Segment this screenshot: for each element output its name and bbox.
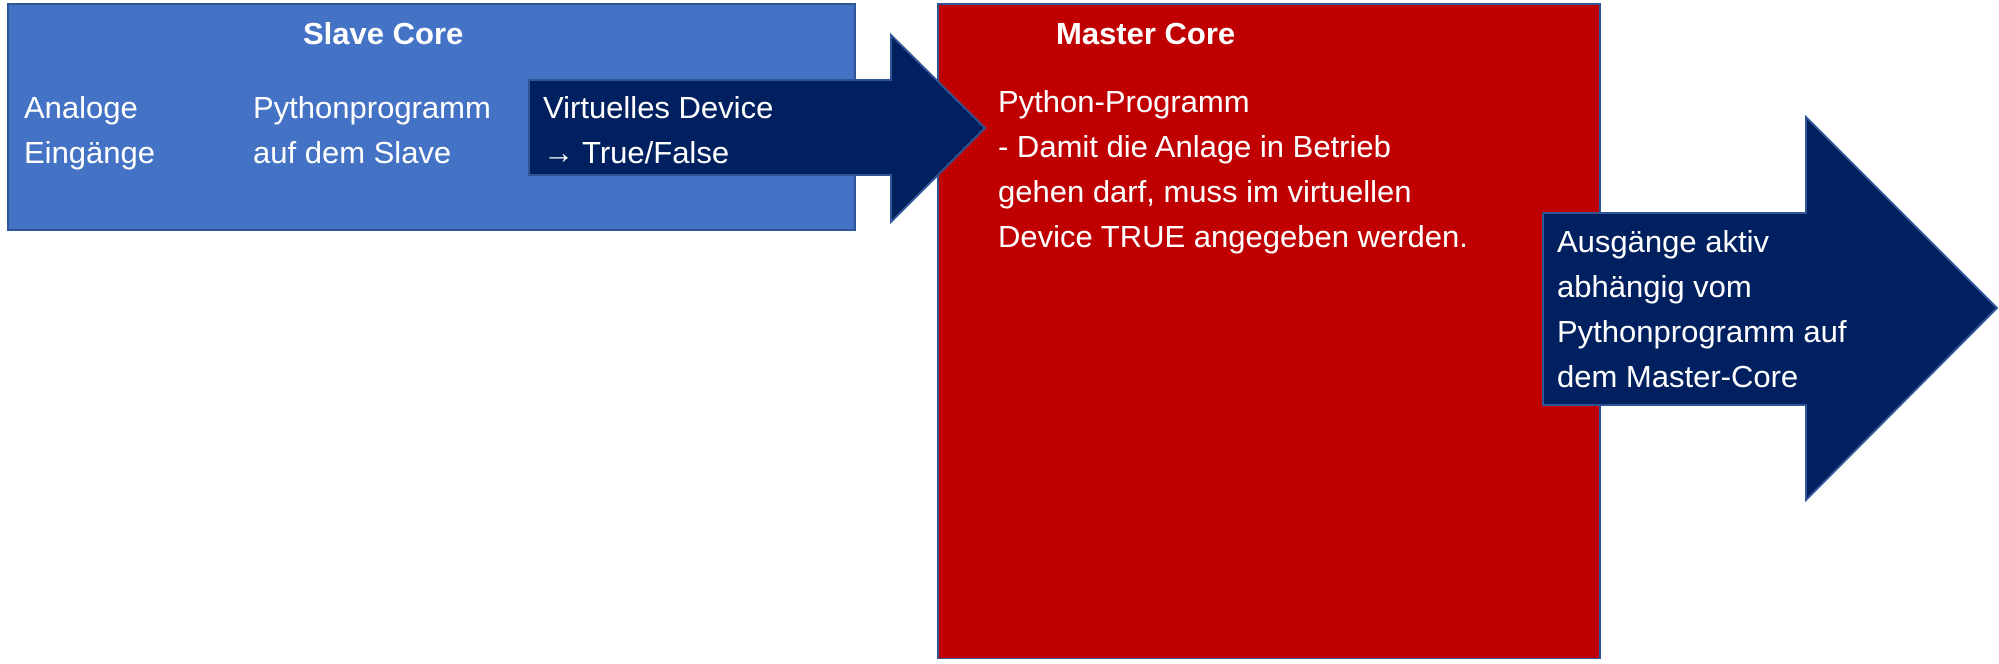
outputs-line-1: Ausgänge aktiv xyxy=(1557,224,1769,259)
outputs-line-3: Pythonprogramm auf xyxy=(1557,314,1847,349)
outputs-line-2: abhängig vom xyxy=(1557,269,1752,304)
slave-program-line-1: Pythonprogramm xyxy=(253,90,491,125)
analog-inputs-line-1: Analoge xyxy=(24,90,138,125)
analog-inputs-label: Analoge Eingänge xyxy=(24,85,155,175)
outputs-line-4: dem Master-Core xyxy=(1557,359,1799,394)
master-program-line-1: Python-Programm xyxy=(998,84,1250,119)
master-program-line-2: - Damit die Anlage in Betrieb xyxy=(998,129,1391,164)
slave-core-title: Slave Core xyxy=(303,16,464,51)
master-program-text: Python-Programm - Damit die Anlage in Be… xyxy=(998,79,1468,259)
slave-program-label: Pythonprogramm auf dem Slave xyxy=(253,85,491,175)
virtual-device-line-2: → True/False xyxy=(543,135,730,170)
master-core-box xyxy=(937,3,1601,660)
outputs-arrow xyxy=(1542,114,1999,503)
master-core-title: Master Core xyxy=(1056,16,1236,51)
virtual-device-line-1: Virtuelles Device xyxy=(543,90,774,125)
outputs-label: Ausgänge aktiv abhängig vom Pythonprogra… xyxy=(1557,219,1846,399)
virtual-device-arrow xyxy=(528,32,987,225)
master-program-line-3: gehen darf, muss im virtuellen xyxy=(998,174,1412,209)
virtual-device-label: Virtuelles Device → True/False xyxy=(543,85,773,175)
master-program-line-4: Device TRUE angegeben werden. xyxy=(998,219,1468,254)
analog-inputs-line-2: Eingänge xyxy=(24,135,156,170)
slave-program-line-2: auf dem Slave xyxy=(253,135,452,170)
